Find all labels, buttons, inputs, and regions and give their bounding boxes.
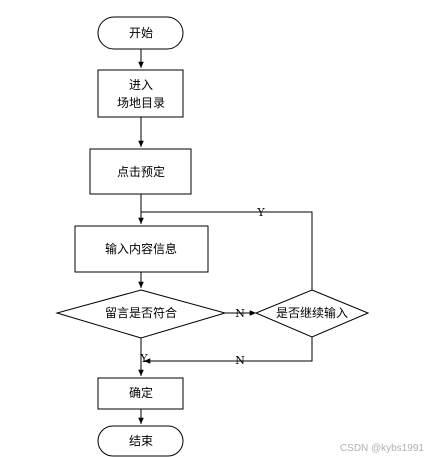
node-start [97, 16, 184, 50]
node-start-label: 开始 [129, 26, 153, 40]
node-check-message [55, 289, 227, 339]
node-enter-directory [97, 69, 184, 118]
edge-label-check-no: N [235, 307, 245, 320]
edge-continue-no-to-confirm [144, 337, 313, 364]
node-confirm [97, 377, 184, 410]
watermark: CSDN @kybs1991 [340, 443, 425, 454]
node-end [97, 425, 184, 457]
edge-continue-yes-loop [141, 211, 313, 290]
node-click-book [89, 148, 192, 195]
edge-label-check-yes: Y [139, 352, 148, 365]
node-enter-label-1: 进入 [129, 78, 153, 92]
node-continue-input-label: 是否继续输入 [276, 305, 348, 320]
node-end-label: 结束 [129, 434, 153, 448]
node-check-message-label: 留言是否符合 [105, 305, 177, 320]
node-input-info-label: 输入内容信息 [105, 241, 177, 256]
node-click-book-label: 点击预定 [117, 164, 165, 179]
edge-label-continue-no: N [235, 354, 245, 367]
node-continue-input [254, 289, 370, 338]
node-enter-label-2: 场地目录 [117, 96, 165, 110]
node-input-info [74, 225, 209, 273]
edge-label-continue-yes: Y [256, 206, 265, 219]
node-confirm-label: 确定 [129, 385, 153, 400]
